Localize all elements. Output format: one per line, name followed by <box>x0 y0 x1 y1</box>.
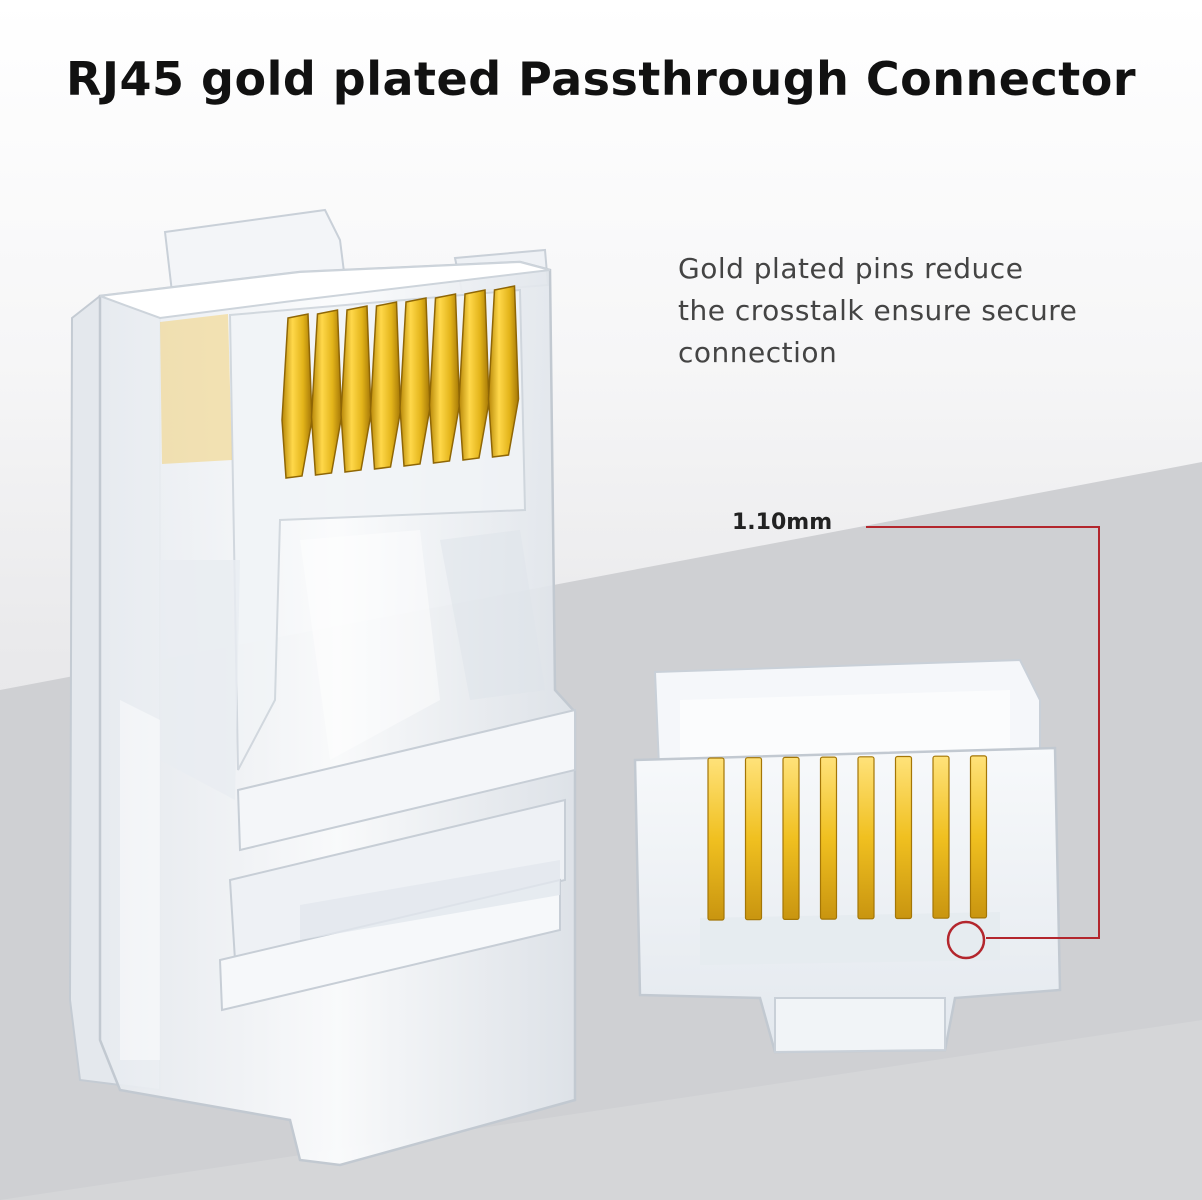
gold-pins-right <box>707 755 988 921</box>
page-title: RJ45 gold plated Passthrough Connector <box>65 52 1136 106</box>
reflection-2 <box>440 530 545 700</box>
description-line: connection <box>678 336 838 369</box>
step-shadow <box>300 860 560 940</box>
neck <box>160 560 240 800</box>
gold-pin <box>428 293 461 464</box>
gold-pin <box>399 297 431 467</box>
bottom-tab <box>774 997 946 1054</box>
gold-pin <box>707 757 725 921</box>
callout-line <box>866 526 1100 939</box>
reflection-1 <box>300 530 440 760</box>
step-1 <box>236 708 576 852</box>
gold-pin <box>487 285 520 458</box>
gold-pins-left <box>281 285 520 479</box>
wire-holder <box>160 314 232 464</box>
feature-description: Gold plated pins reduce the crosstalk en… <box>678 248 1148 374</box>
top-shine <box>680 690 1010 760</box>
description-line: Gold plated pins reduce <box>678 252 1024 285</box>
gold-pin <box>782 756 800 921</box>
gold-pin <box>281 313 313 479</box>
reflection-3 <box>120 700 160 1060</box>
gold-pin <box>857 756 875 920</box>
dimension-label: 1.10mm <box>732 510 833 535</box>
top-face <box>99 260 551 320</box>
dimension-callout <box>866 526 1100 960</box>
connector-right <box>633 658 1062 1054</box>
gold-pin <box>819 756 838 920</box>
gold-pin <box>894 755 913 920</box>
gold-pin <box>969 755 988 919</box>
gold-pin <box>310 309 343 476</box>
gold-pin <box>932 755 950 919</box>
connector-left <box>68 208 577 1167</box>
gold-pin <box>458 289 490 461</box>
gold-pin <box>744 757 763 921</box>
gold-pin <box>340 305 372 473</box>
gold-pin <box>369 301 402 470</box>
callout-circle <box>946 920 986 960</box>
description-line: the crosstalk ensure secure <box>678 294 1078 327</box>
bottom-teeth <box>700 912 1000 965</box>
